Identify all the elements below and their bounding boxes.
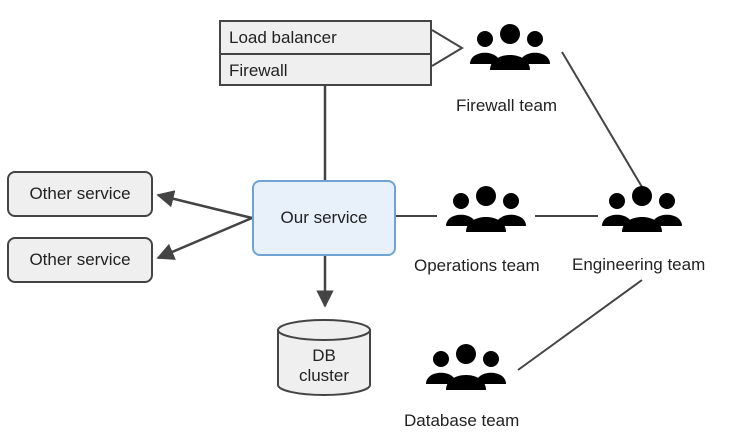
other-service-node-1: Other service: [7, 171, 153, 217]
callout-firewall-team: [431, 29, 464, 67]
arrow-service-to-other-1: [156, 190, 253, 220]
other-service-node-2: Other service: [7, 237, 153, 283]
our-service-node: Our service: [252, 180, 396, 256]
db-label-line2: cluster: [298, 366, 350, 385]
connector-firewall-to-engineering: [561, 51, 643, 188]
load-balancer-label: Load balancer: [229, 27, 337, 47]
engineering-team-icon: [602, 186, 682, 232]
connector-engineering-to-database: [517, 279, 643, 371]
our-service-label: Our service: [280, 208, 368, 227]
load-balancer-firewall-box: Load balancer Firewall: [219, 20, 432, 86]
other-service-label: Other service: [29, 250, 131, 269]
database-team-icon: [426, 344, 506, 390]
database-cylinder-icon: [277, 319, 371, 396]
other-service-label: Other service: [29, 184, 131, 203]
operations-team-icon: [446, 186, 526, 232]
database-team-label: Database team: [404, 411, 520, 430]
arrow-service-to-other-2: [156, 216, 253, 260]
firewall-team-label: Firewall team: [456, 96, 558, 115]
firewall-team-icon: [470, 24, 550, 70]
operations-team-label: Operations team: [414, 256, 540, 275]
firewall-label: Firewall: [221, 53, 430, 86]
db-cluster-label: DB cluster: [278, 346, 370, 386]
db-label-line1: DB: [312, 346, 336, 365]
engineering-team-label: Engineering team: [572, 255, 706, 274]
